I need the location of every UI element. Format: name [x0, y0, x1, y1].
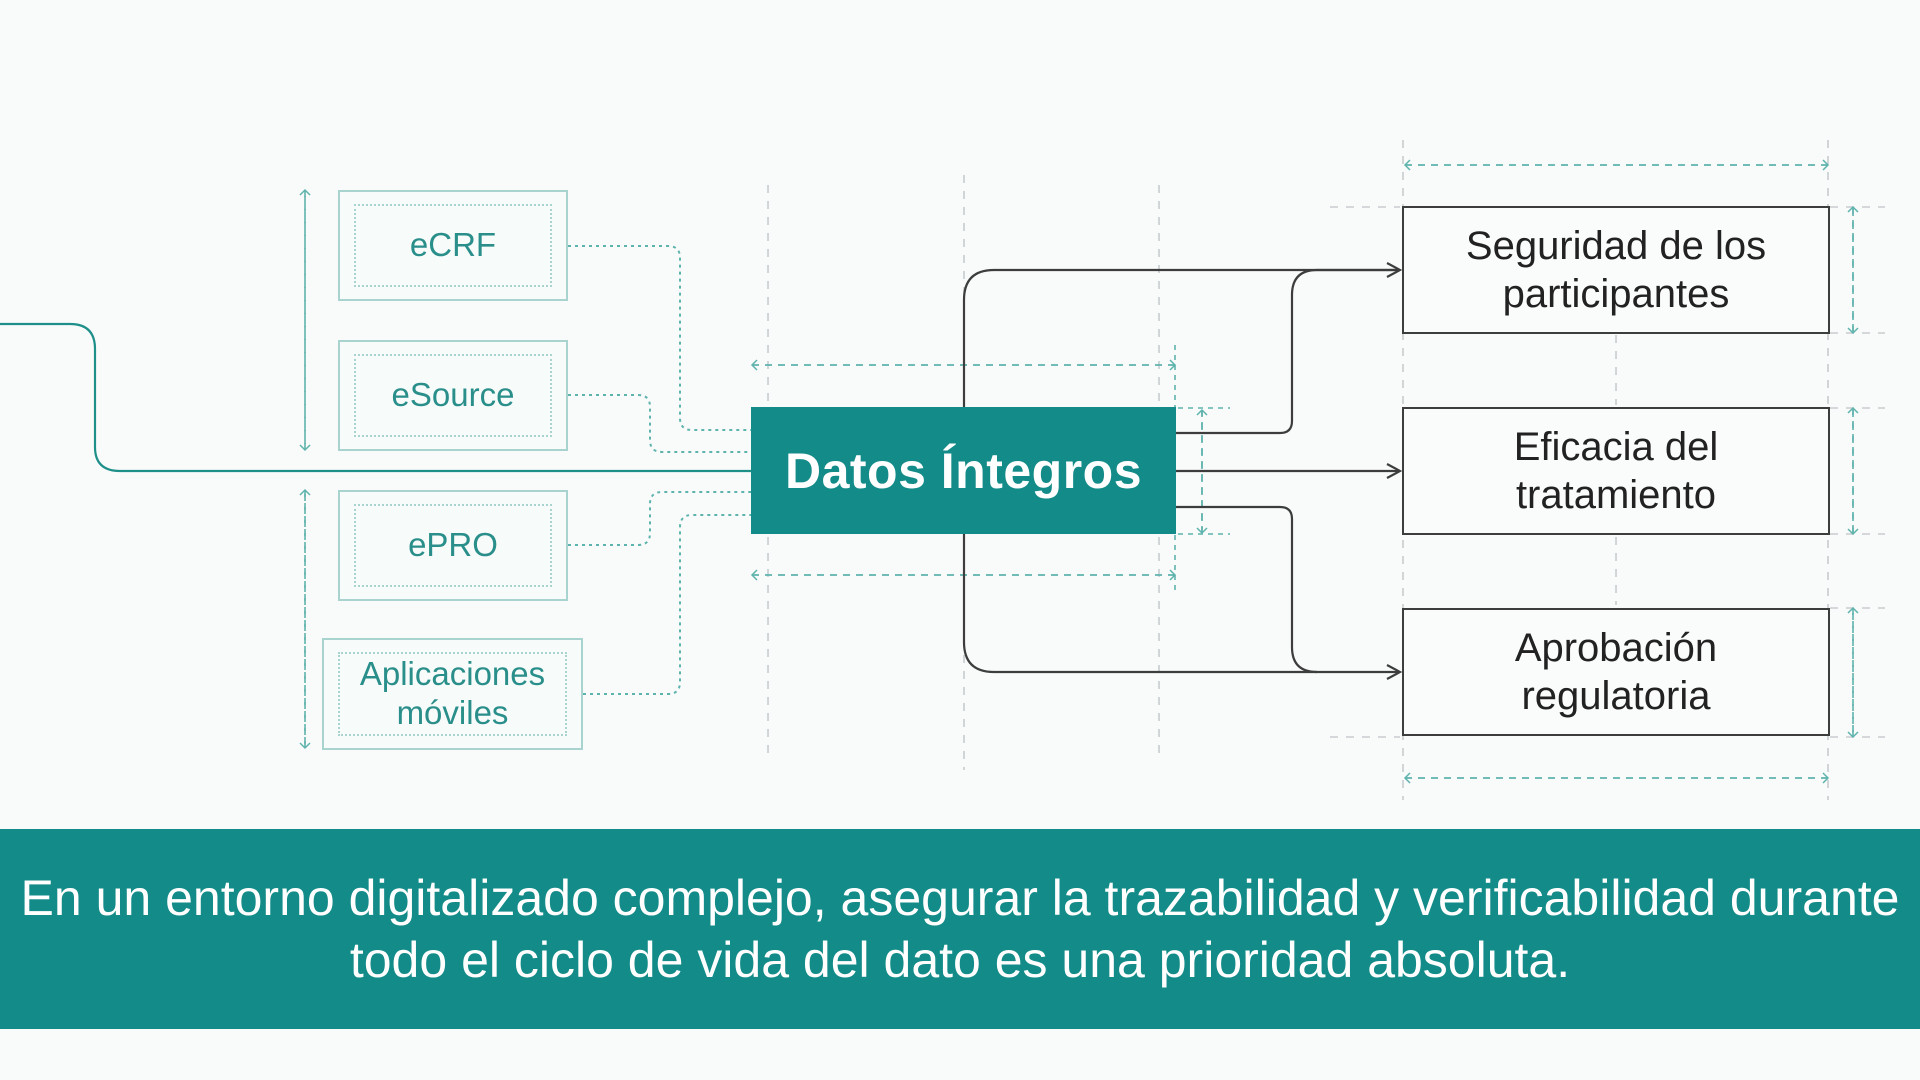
hub-label: Datos Íntegros [784, 442, 1143, 499]
caption-banner: En un entorno digitalizado complejo, ase… [0, 829, 1920, 1029]
source-box-esource: eSource [338, 340, 568, 451]
source-box-inner: eCRF [354, 204, 552, 287]
source-box-inner: Aplicaciones móviles [338, 652, 567, 736]
outcome-connectors [962, 270, 1400, 672]
outcome-box-safety: Seguridad de los participantes [1402, 206, 1830, 334]
source-box-ecrf: eCRF [338, 190, 568, 301]
outcome-box-efficacy: Eficacia del tratamiento [1402, 407, 1830, 535]
source-label-ecrf: eCRF [409, 226, 497, 264]
outcome-label-regulatory: Aprobación regulatoria [1514, 626, 1718, 718]
outcome-label-efficacy: Eficacia del tratamiento [1513, 425, 1719, 517]
caption-text: En un entorno digitalizado complejo, ase… [20, 869, 1900, 989]
outcome-box-regulatory: Aprobación regulatoria [1402, 608, 1830, 736]
source-label-esource: eSource [391, 376, 515, 414]
source-box-inner: eSource [354, 354, 552, 437]
outcome-label-safety: Seguridad de los participantes [1465, 224, 1767, 316]
source-label-epro: ePRO [408, 526, 498, 564]
hub-box: Datos Íntegros [751, 407, 1176, 534]
source-box-inner: ePRO [354, 504, 552, 587]
source-box-epro: ePRO [338, 490, 568, 601]
source-box-mobile-apps: Aplicaciones móviles [322, 638, 583, 750]
input-flow-line [0, 322, 751, 473]
source-label-mobile-apps: Aplicaciones móviles [359, 655, 546, 731]
source-connectors [568, 245, 751, 695]
